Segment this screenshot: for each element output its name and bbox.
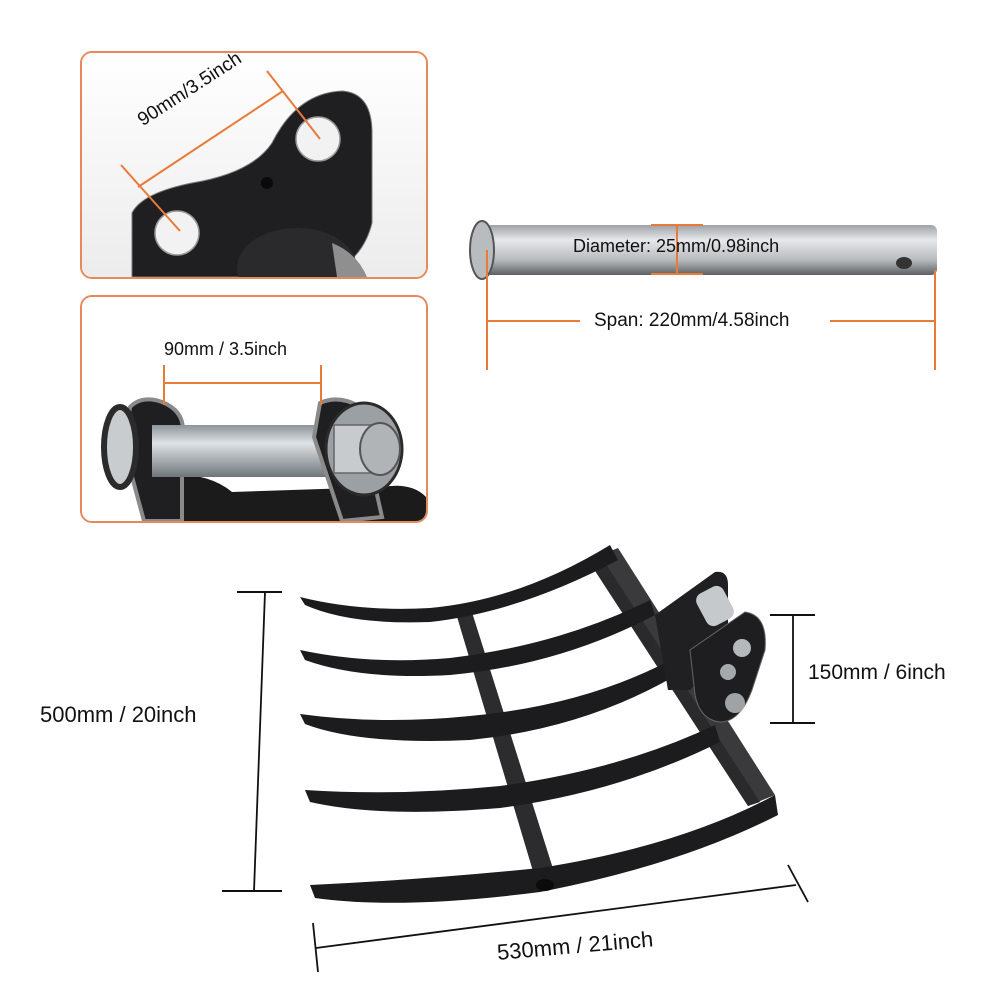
ear-plate-illustration — [82, 53, 426, 277]
ear-pin-illustration — [82, 297, 426, 521]
ear-pin-spacing-label: 90mm / 3.5inch — [164, 339, 288, 359]
tine — [305, 725, 720, 812]
rake-height-label: 500mm / 20inch — [40, 702, 197, 727]
pin-diameter-label: Diameter: 25mm/0.98inch — [573, 236, 780, 256]
ear-pin-spacing-panel: 90mm / 3.5inch — [80, 295, 428, 523]
pin-span-label: Span: 220mm/4.58inch — [594, 310, 790, 331]
tine — [300, 600, 655, 676]
tine — [310, 795, 778, 903]
ear-plate-panel: 90mm/3.5inch — [80, 51, 428, 279]
tine — [300, 545, 618, 623]
hitch-height-label: 150mm / 6inch — [808, 661, 946, 684]
rake-width-label: 530mm / 21inch — [496, 926, 655, 965]
tine — [300, 655, 685, 741]
